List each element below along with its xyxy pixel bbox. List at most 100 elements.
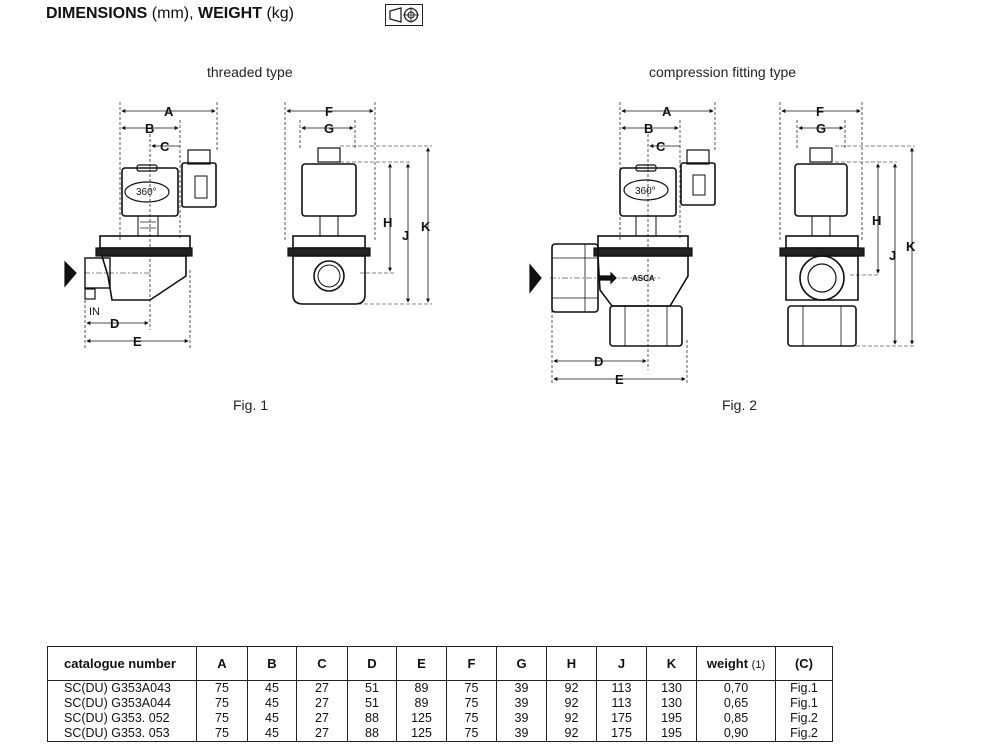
- header-j: J: [596, 646, 647, 681]
- cell-c: 27: [296, 696, 348, 711]
- cell-h: 92: [546, 711, 597, 726]
- fig1-dim-b: B: [145, 121, 154, 136]
- fig2-dim-f: F: [816, 104, 824, 119]
- fig1-front-view: [64, 102, 218, 348]
- cell-fig: Fig.1: [775, 696, 833, 711]
- fig2-front-view: [529, 102, 716, 385]
- cell-b: 45: [247, 711, 297, 726]
- dimensions-table: catalogue number A B C D E F G H J K wei…: [47, 646, 833, 742]
- header-weight-label: weight: [706, 656, 749, 671]
- cell-b: 45: [247, 696, 297, 711]
- cell-c: 27: [296, 711, 348, 726]
- table-row: SC(DU) G353A044 75 45 27 51 89 75 39 92 …: [47, 696, 833, 711]
- cell-j: 175: [596, 726, 647, 742]
- cell-k: 130: [646, 696, 697, 711]
- cell-h: 92: [546, 726, 597, 742]
- cell-k: 195: [646, 726, 697, 742]
- cell-g: 39: [496, 711, 547, 726]
- cell-catalogue: SC(DU) G353A043: [47, 680, 197, 696]
- fig2-dim-e: E: [615, 372, 624, 387]
- cell-a: 75: [196, 711, 248, 726]
- header-f: F: [446, 646, 497, 681]
- fig1-dim-g: G: [324, 121, 334, 136]
- cell-f: 75: [446, 680, 497, 696]
- fig1-angle-label: 360°: [136, 187, 157, 198]
- fig2-type-label: compression fitting type: [649, 64, 797, 80]
- cell-g: 39: [496, 726, 547, 742]
- fig2-brand-label: ASCA: [632, 274, 655, 283]
- title-unit-mm: (mm),: [147, 5, 198, 22]
- fig2-angle-label: 360°: [635, 186, 656, 197]
- projection-symbol-icon: [385, 4, 423, 26]
- cell-h: 92: [546, 696, 597, 711]
- fig1-side-view: [284, 102, 432, 305]
- cell-j: 113: [596, 696, 647, 711]
- cell-e: 89: [396, 696, 447, 711]
- cell-e: 89: [396, 680, 447, 696]
- header-weight: weight (1): [696, 646, 776, 681]
- cell-fig: Fig.1: [775, 680, 833, 696]
- cell-f: 75: [446, 726, 497, 742]
- fig2-front-labels: A B C D E 360° ASCA: [594, 104, 672, 387]
- header-g: G: [496, 646, 547, 681]
- title-weight: WEIGHT: [198, 5, 262, 22]
- cell-e: 125: [396, 726, 447, 742]
- table-row: SC(DU) G353. 053 75 45 27 88 125 75 39 9…: [47, 726, 833, 742]
- fig1-dim-c: C: [160, 139, 170, 154]
- fig1-type-label: threaded type: [207, 64, 293, 80]
- page-title: DIMENSIONS (mm), WEIGHT (kg): [46, 5, 294, 23]
- cell-catalogue: SC(DU) G353A044: [47, 696, 197, 711]
- cell-weight: 0,85: [696, 711, 776, 726]
- cell-e: 125: [396, 711, 447, 726]
- technical-drawings: A B C D E 360° IN F G: [64, 102, 916, 387]
- fig1-side-labels: F G H J K: [324, 104, 431, 243]
- header-weight-note: (1): [751, 659, 766, 671]
- header-c: C: [296, 646, 348, 681]
- fig1-inlet-label: IN: [89, 306, 100, 318]
- fig2-side-view: [779, 102, 915, 347]
- cell-b: 45: [247, 680, 297, 696]
- cell-d: 51: [347, 696, 397, 711]
- cell-f: 75: [446, 696, 497, 711]
- title-dimensions: DIMENSIONS: [46, 5, 148, 22]
- fig2-dim-h: H: [872, 213, 881, 228]
- header-c-coil: (C): [775, 646, 833, 681]
- fig1-dim-h: H: [383, 215, 392, 230]
- cell-a: 75: [196, 696, 248, 711]
- header-b: B: [247, 646, 297, 681]
- fig2-dim-g: G: [816, 121, 826, 136]
- cell-weight: 0,90: [696, 726, 776, 742]
- fig1-caption: Fig. 1: [233, 397, 269, 413]
- table-row: SC(DU) G353. 052 75 45 27 88 125 75 39 9…: [47, 711, 833, 726]
- fig1-dim-k: K: [421, 219, 431, 234]
- fig2-dim-j: J: [889, 248, 896, 263]
- header-catalogue-number: catalogue number: [47, 646, 197, 681]
- header-e: E: [396, 646, 447, 681]
- cell-f: 75: [446, 711, 497, 726]
- header-d: D: [347, 646, 397, 681]
- cell-j: 175: [596, 711, 647, 726]
- fig1-dim-e: E: [133, 334, 142, 349]
- fig1-dim-f: F: [325, 104, 333, 119]
- fig1-dim-d: D: [110, 316, 119, 331]
- cell-c: 27: [296, 680, 348, 696]
- cell-c: 27: [296, 726, 348, 742]
- fig2-dim-k: K: [906, 239, 916, 254]
- cell-k: 130: [646, 680, 697, 696]
- fig1-dim-j: J: [402, 228, 409, 243]
- cell-b: 45: [247, 726, 297, 742]
- cell-d: 51: [347, 680, 397, 696]
- cell-g: 39: [496, 680, 547, 696]
- cell-weight: 0,65: [696, 696, 776, 711]
- fig2-dim-a: A: [662, 104, 672, 119]
- cell-j: 113: [596, 680, 647, 696]
- header-a: A: [196, 646, 248, 681]
- header-h: H: [546, 646, 597, 681]
- fig2-dim-b: B: [644, 121, 653, 136]
- cell-k: 195: [646, 711, 697, 726]
- title-unit-kg: (kg): [262, 5, 294, 22]
- fig2-side-labels: F G H J K: [816, 104, 916, 263]
- cell-d: 88: [347, 726, 397, 742]
- table-header-row: catalogue number A B C D E F G H J K wei…: [47, 646, 833, 681]
- cell-catalogue: SC(DU) G353. 053: [47, 726, 197, 742]
